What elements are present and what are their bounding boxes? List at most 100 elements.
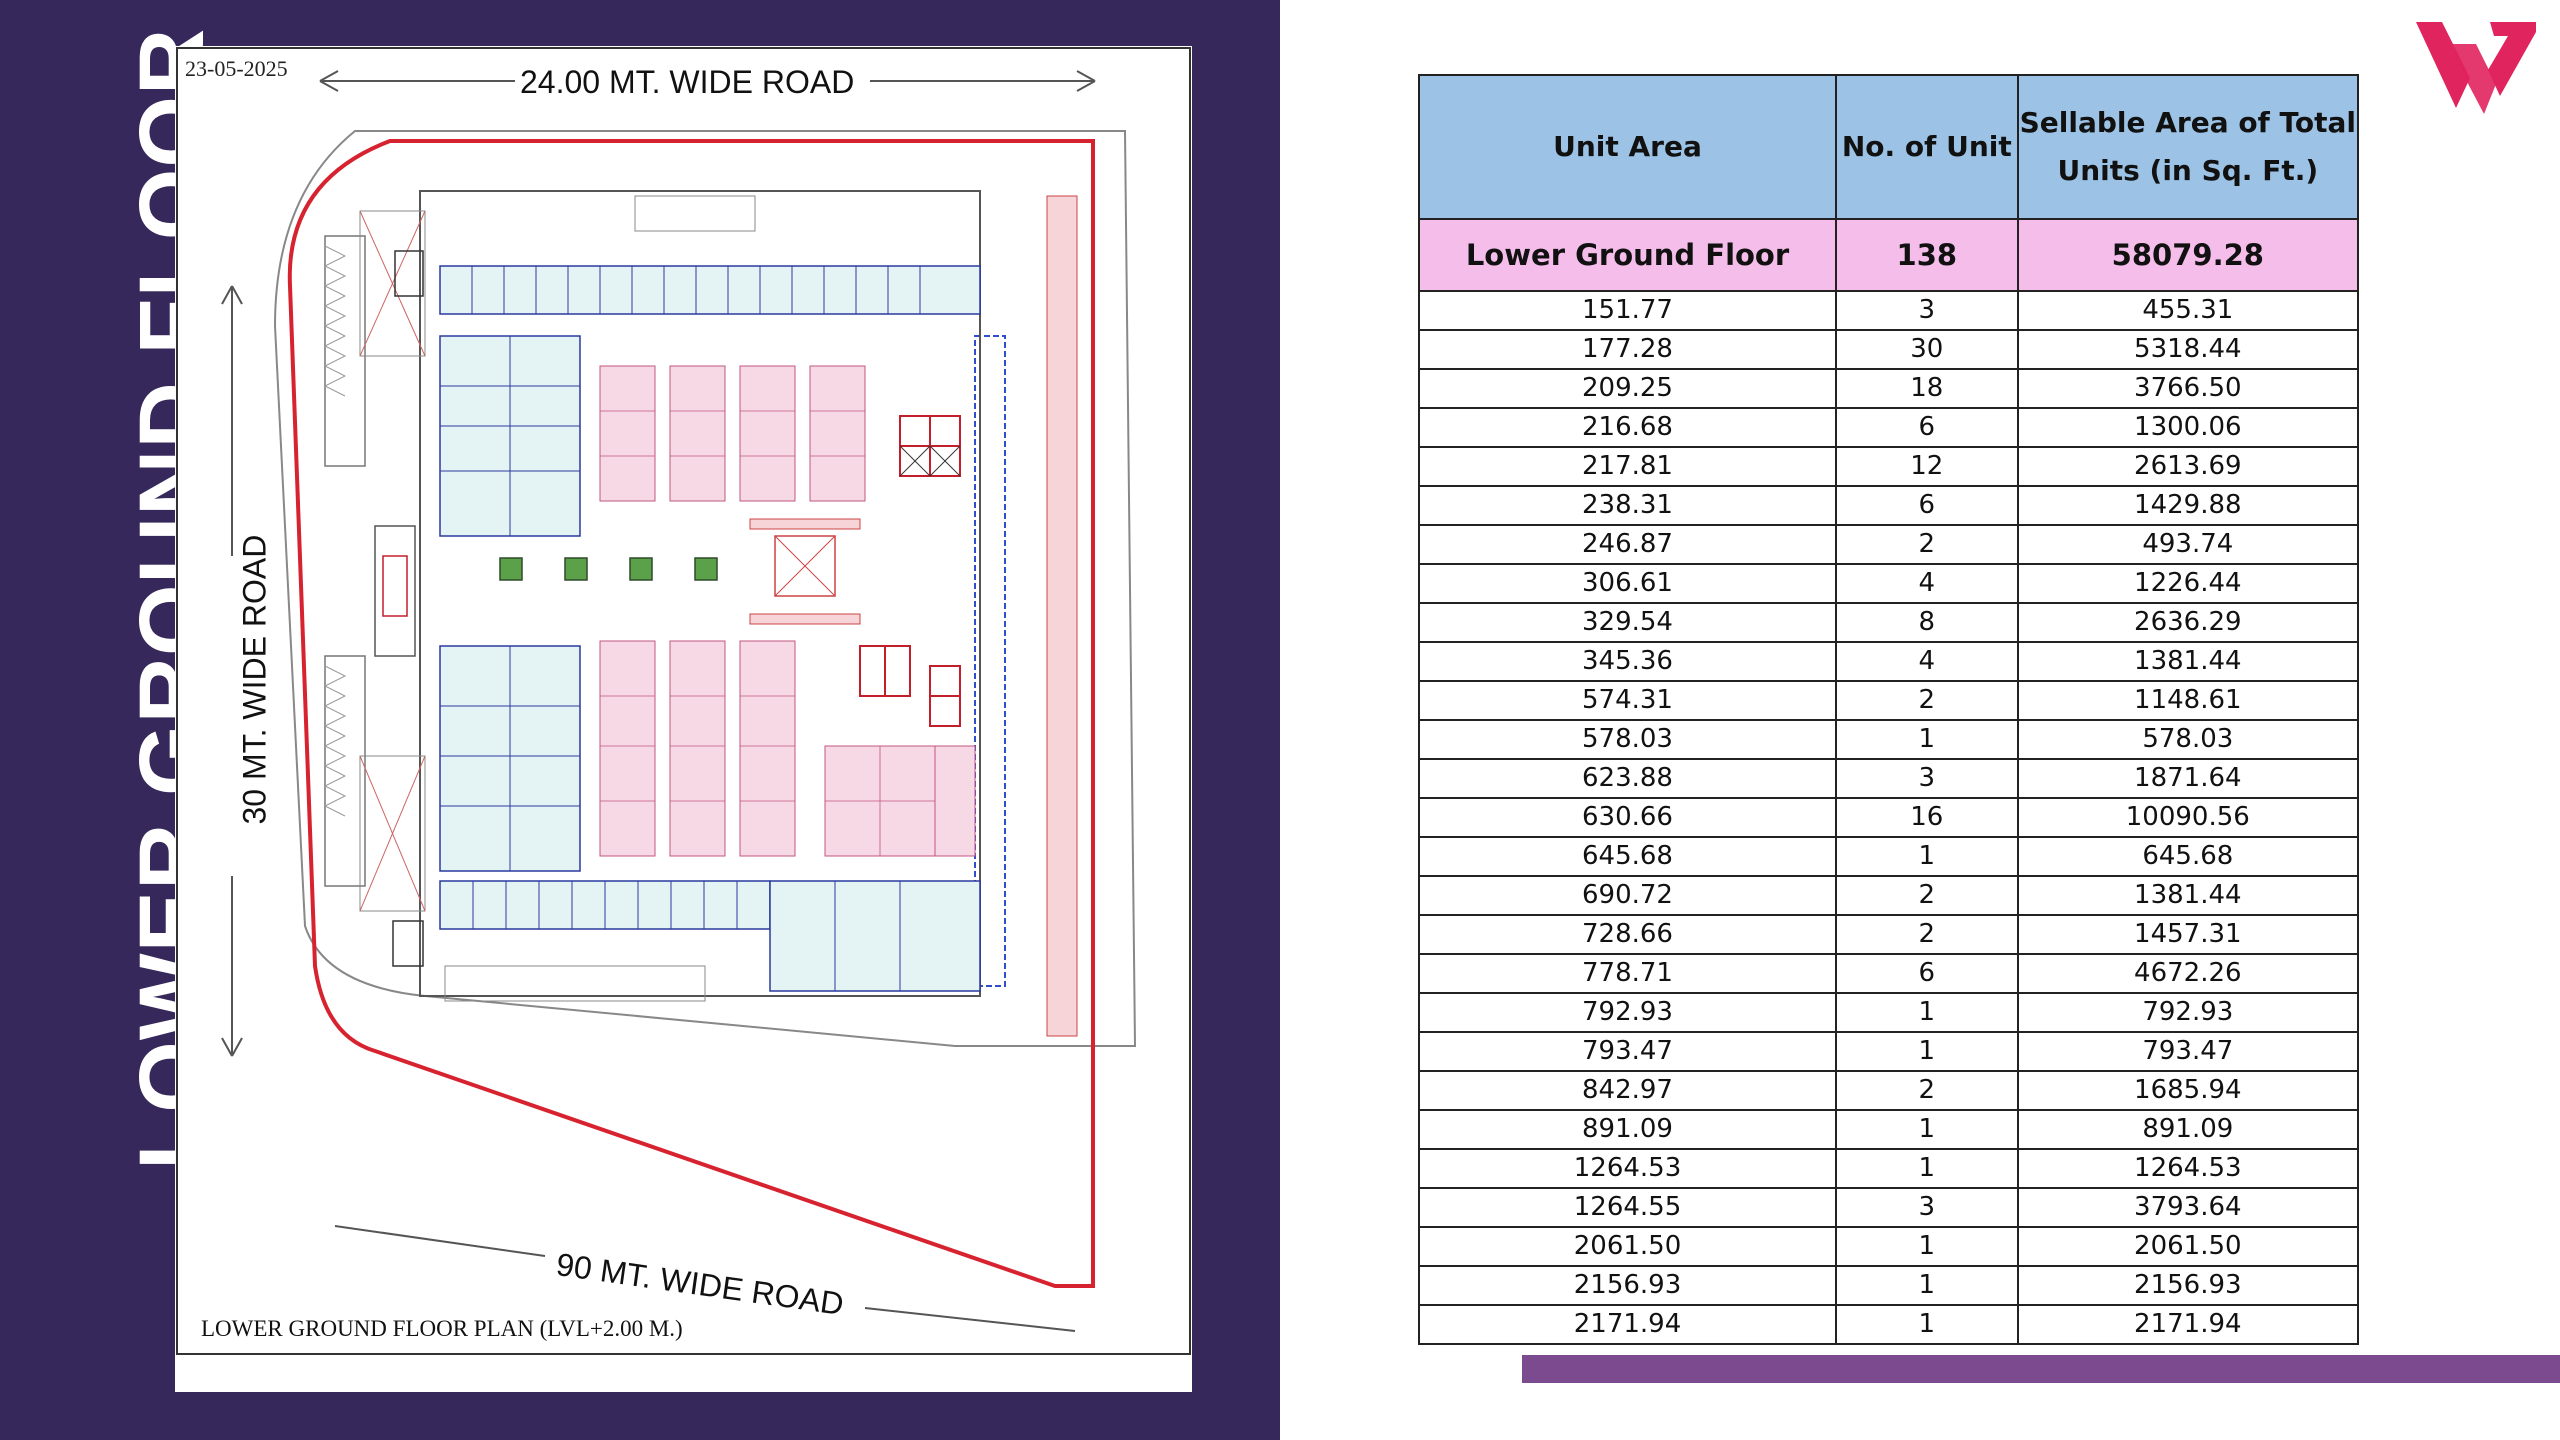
cell-sellable-area: 5318.44 [2016, 329, 2360, 370]
cell-no-of-unit: 18 [1835, 368, 2019, 409]
cell-no-of-unit: 30 [1835, 329, 2019, 370]
cell-unit-area: 792.93 [1418, 992, 1837, 1033]
cell-unit-area: 728.66 [1418, 914, 1837, 955]
cell-unit-area: 578.03 [1418, 719, 1837, 760]
header-sellable-line2: Units (in Sq. Ft.) [2057, 154, 2319, 187]
cell-no-of-unit: 1 [1835, 992, 2019, 1033]
cell-unit-area: 238.31 [1418, 485, 1837, 526]
header-unit-area: Unit Area [1418, 74, 1837, 220]
cell-unit-area: 2156.93 [1418, 1265, 1837, 1306]
road-label-left: 30 MT. WIDE ROAD [236, 534, 273, 825]
cell-sellable-area: 10090.56 [2016, 797, 2360, 838]
cell-unit-area: 842.97 [1418, 1070, 1837, 1111]
cell-unit-area: 630.66 [1418, 797, 1837, 838]
cell-no-of-unit: 8 [1835, 602, 2019, 643]
plan-date: 23-05-2025 [185, 56, 288, 81]
cell-sellable-area: 1226.44 [2016, 563, 2360, 604]
cell-no-of-unit: 3 [1835, 758, 2019, 799]
cell-unit-area: 306.61 [1418, 563, 1837, 604]
floor-plan-drawing [176, 47, 1191, 1355]
cell-sellable-area: 2156.93 [2016, 1265, 2360, 1306]
cell-unit-area: 623.88 [1418, 758, 1837, 799]
cell-unit-area: 345.36 [1418, 641, 1837, 682]
cell-no-of-unit: 12 [1835, 446, 2019, 487]
cell-no-of-unit: 1 [1835, 1265, 2019, 1306]
cell-sellable-area: 2636.29 [2016, 602, 2360, 643]
cell-sellable-area: 645.68 [2016, 836, 2360, 877]
cell-sellable-area: 493.74 [2016, 524, 2360, 565]
cell-unit-area: 690.72 [1418, 875, 1837, 916]
cell-no-of-unit: 16 [1835, 797, 2019, 838]
cell-sellable-area: 2061.50 [2016, 1226, 2360, 1267]
cell-sellable-area: 1264.53 [2016, 1148, 2360, 1189]
cell-no-of-unit: 4 [1835, 563, 2019, 604]
cell-unit-area: 177.28 [1418, 329, 1837, 370]
cell-sellable-area: 3793.64 [2016, 1187, 2360, 1228]
cell-sellable-area: 4672.26 [2016, 953, 2360, 994]
cell-no-of-unit: 3 [1835, 290, 2019, 331]
cell-no-of-unit: 2 [1835, 1070, 2019, 1111]
cell-no-of-unit: 3 [1835, 1187, 2019, 1228]
cell-no-of-unit: 2 [1835, 524, 2019, 565]
cell-unit-area: 217.81 [1418, 446, 1837, 487]
cell-unit-area: 793.47 [1418, 1031, 1837, 1072]
cell-unit-area: 574.31 [1418, 680, 1837, 721]
cell-unit-area: 246.87 [1418, 524, 1837, 565]
header-sellable-area: Sellable Area of Total Units (in Sq. Ft.… [2016, 74, 2360, 220]
cell-unit-area: 216.68 [1418, 407, 1837, 448]
unit-area-table: Unit Area No. of Unit Sellable Area of T… [1418, 74, 2360, 1345]
cell-sellable-area: 1871.64 [2016, 758, 2360, 799]
left-panel: LOWER GROUND FLOOR [0, 0, 1280, 1440]
cell-sellable-area: 2613.69 [2016, 446, 2360, 487]
cell-no-of-unit: 1 [1835, 1109, 2019, 1150]
cell-no-of-unit: 1 [1835, 719, 2019, 760]
cell-unit-area: 329.54 [1418, 602, 1837, 643]
cell-unit-area: 778.71 [1418, 953, 1837, 994]
cell-sellable-area: 3766.50 [2016, 368, 2360, 409]
cell-no-of-unit: 1 [1835, 1304, 2019, 1345]
summary-label: Lower Ground Floor [1418, 218, 1837, 292]
cell-no-of-unit: 4 [1835, 641, 2019, 682]
summary-row: Lower Ground Floor 138 58079.28 [1418, 218, 2360, 292]
cell-unit-area: 891.09 [1418, 1109, 1837, 1150]
cell-sellable-area: 793.47 [2016, 1031, 2360, 1072]
cell-sellable-area: 1429.88 [2016, 485, 2360, 526]
cell-no-of-unit: 2 [1835, 914, 2019, 955]
cell-sellable-area: 1457.31 [2016, 914, 2360, 955]
cell-no-of-unit: 1 [1835, 1031, 2019, 1072]
road-label-top: 24.00 MT. WIDE ROAD [520, 64, 855, 100]
cell-sellable-area: 455.31 [2016, 290, 2360, 331]
cell-no-of-unit: 6 [1835, 953, 2019, 994]
cell-sellable-area: 891.09 [2016, 1109, 2360, 1150]
table-header-row: Unit Area No. of Unit Sellable Area of T… [1418, 74, 2360, 220]
cell-sellable-area: 1148.61 [2016, 680, 2360, 721]
accent-bar [1522, 1355, 2560, 1383]
plan-caption: LOWER GROUND FLOOR PLAN (LVL+2.00 M.) [201, 1316, 683, 1341]
cell-no-of-unit: 2 [1835, 875, 2019, 916]
header-sellable-line1: Sellable Area of Total [2019, 106, 2356, 139]
cell-sellable-area: 2171.94 [2016, 1304, 2360, 1345]
summary-area: 58079.28 [2016, 218, 2360, 292]
cell-sellable-area: 1685.94 [2016, 1070, 2360, 1111]
cell-no-of-unit: 6 [1835, 485, 2019, 526]
